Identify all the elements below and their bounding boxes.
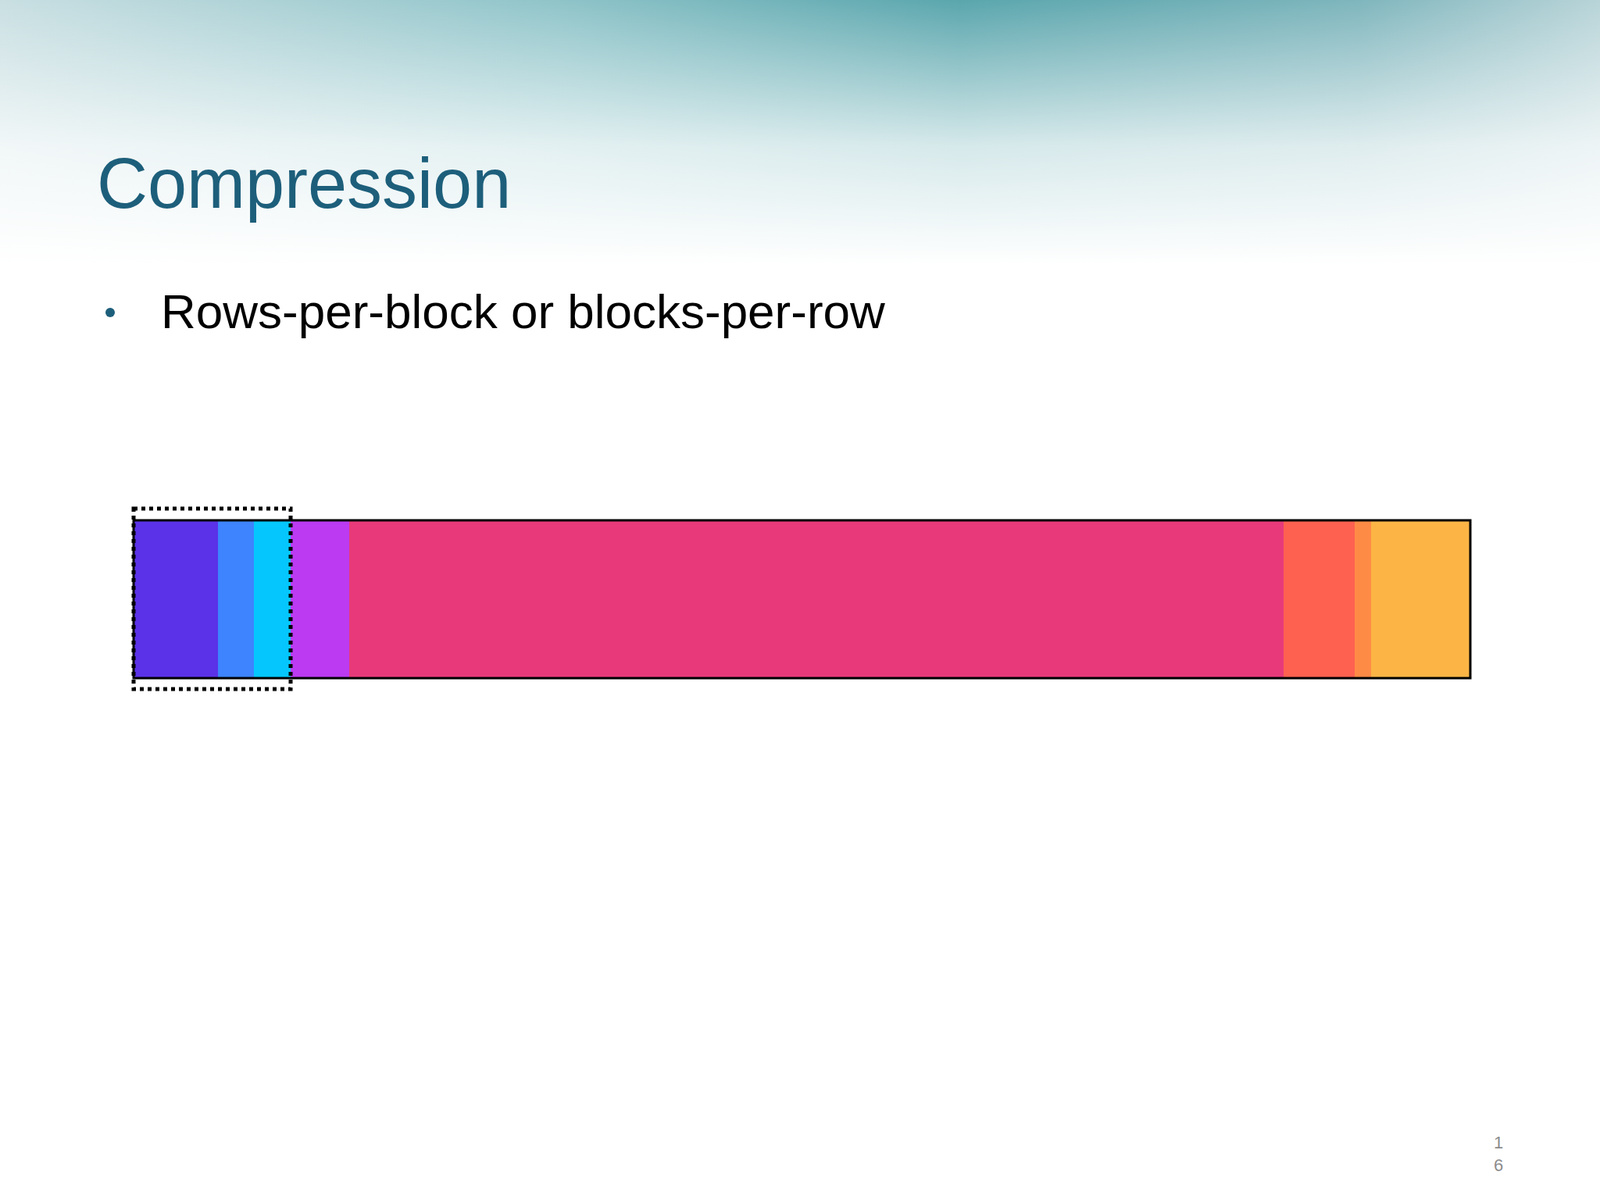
bullet-text: Rows-per-block or blocks-per-row bbox=[160, 287, 886, 336]
selection-box bbox=[133, 508, 291, 690]
slide-title: Compression bbox=[96, 148, 511, 219]
bullet-dot bbox=[105, 307, 115, 318]
bar-segment bbox=[1283, 520, 1355, 679]
compression-bar bbox=[133, 520, 1471, 679]
header-band bbox=[0, 0, 1600, 266]
slide-number: 16 bbox=[1493, 1132, 1504, 1177]
header-fade bbox=[0, 0, 1600, 266]
bar-segment bbox=[133, 520, 218, 679]
bar-outline bbox=[133, 520, 1471, 679]
bar-segment bbox=[253, 520, 291, 679]
bar-segment bbox=[290, 520, 350, 679]
bar-segment bbox=[1354, 520, 1372, 679]
bar-segment bbox=[1371, 520, 1471, 679]
bar-segment bbox=[217, 520, 254, 679]
bar-segment bbox=[349, 520, 1284, 679]
